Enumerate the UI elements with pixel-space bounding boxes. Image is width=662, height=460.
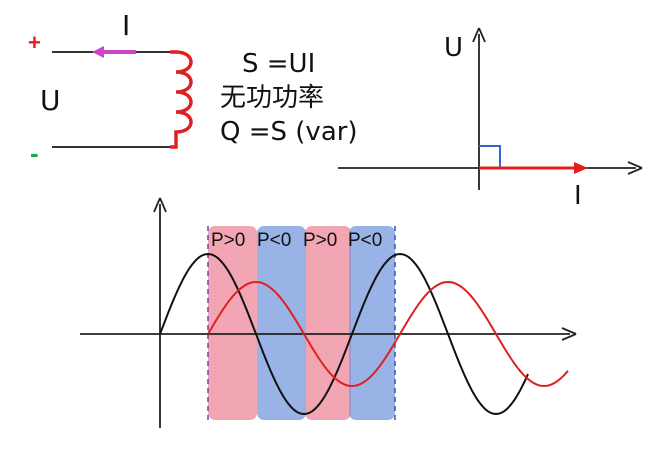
plus-sign: + (28, 30, 41, 55)
current-waveform (207, 280, 569, 388)
inductor-coil-icon (170, 50, 193, 149)
phasor-current-label: I (574, 181, 582, 211)
region-label-1: P>0 (211, 230, 245, 251)
phasor-vertical-arrow-icon (472, 27, 486, 43)
region-label-2: P<0 (257, 230, 291, 251)
waveform-horizontal-arrow-icon (561, 327, 577, 341)
phasor-diagram: U I (338, 27, 643, 211)
region-label-3: P>0 (303, 230, 337, 251)
formula-reactive-power-title: 无功功率 (220, 83, 324, 113)
minus-sign: - (30, 138, 39, 168)
phasor-horizontal-arrow-icon (627, 161, 643, 175)
voltage-label: U (40, 84, 61, 117)
current-arrow-head-icon (92, 46, 104, 58)
waveform-vertical-arrow-icon (153, 197, 167, 213)
formula-apparent-power: S =UI (242, 49, 315, 79)
region-label-4: P<0 (348, 230, 382, 251)
region-4 (349, 226, 395, 420)
waveform-chart: P>0 P<0 P>0 P<0 (80, 197, 577, 428)
voltage-waveform (159, 252, 529, 416)
phasor-voltage-label: U (444, 33, 463, 63)
circuit-diagram: + - U I (28, 9, 193, 168)
formula-reactive-power: Q =S (var) (220, 117, 358, 147)
current-label: I (122, 9, 130, 42)
right-angle-marker (479, 145, 501, 168)
current-phasor-arrow-icon (574, 162, 588, 174)
region-2 (257, 226, 306, 420)
formula-block: S =UI 无功功率 Q =S (var) (220, 49, 358, 147)
region-1 (208, 226, 257, 420)
region-3 (305, 226, 351, 420)
power-regions (207, 226, 396, 420)
